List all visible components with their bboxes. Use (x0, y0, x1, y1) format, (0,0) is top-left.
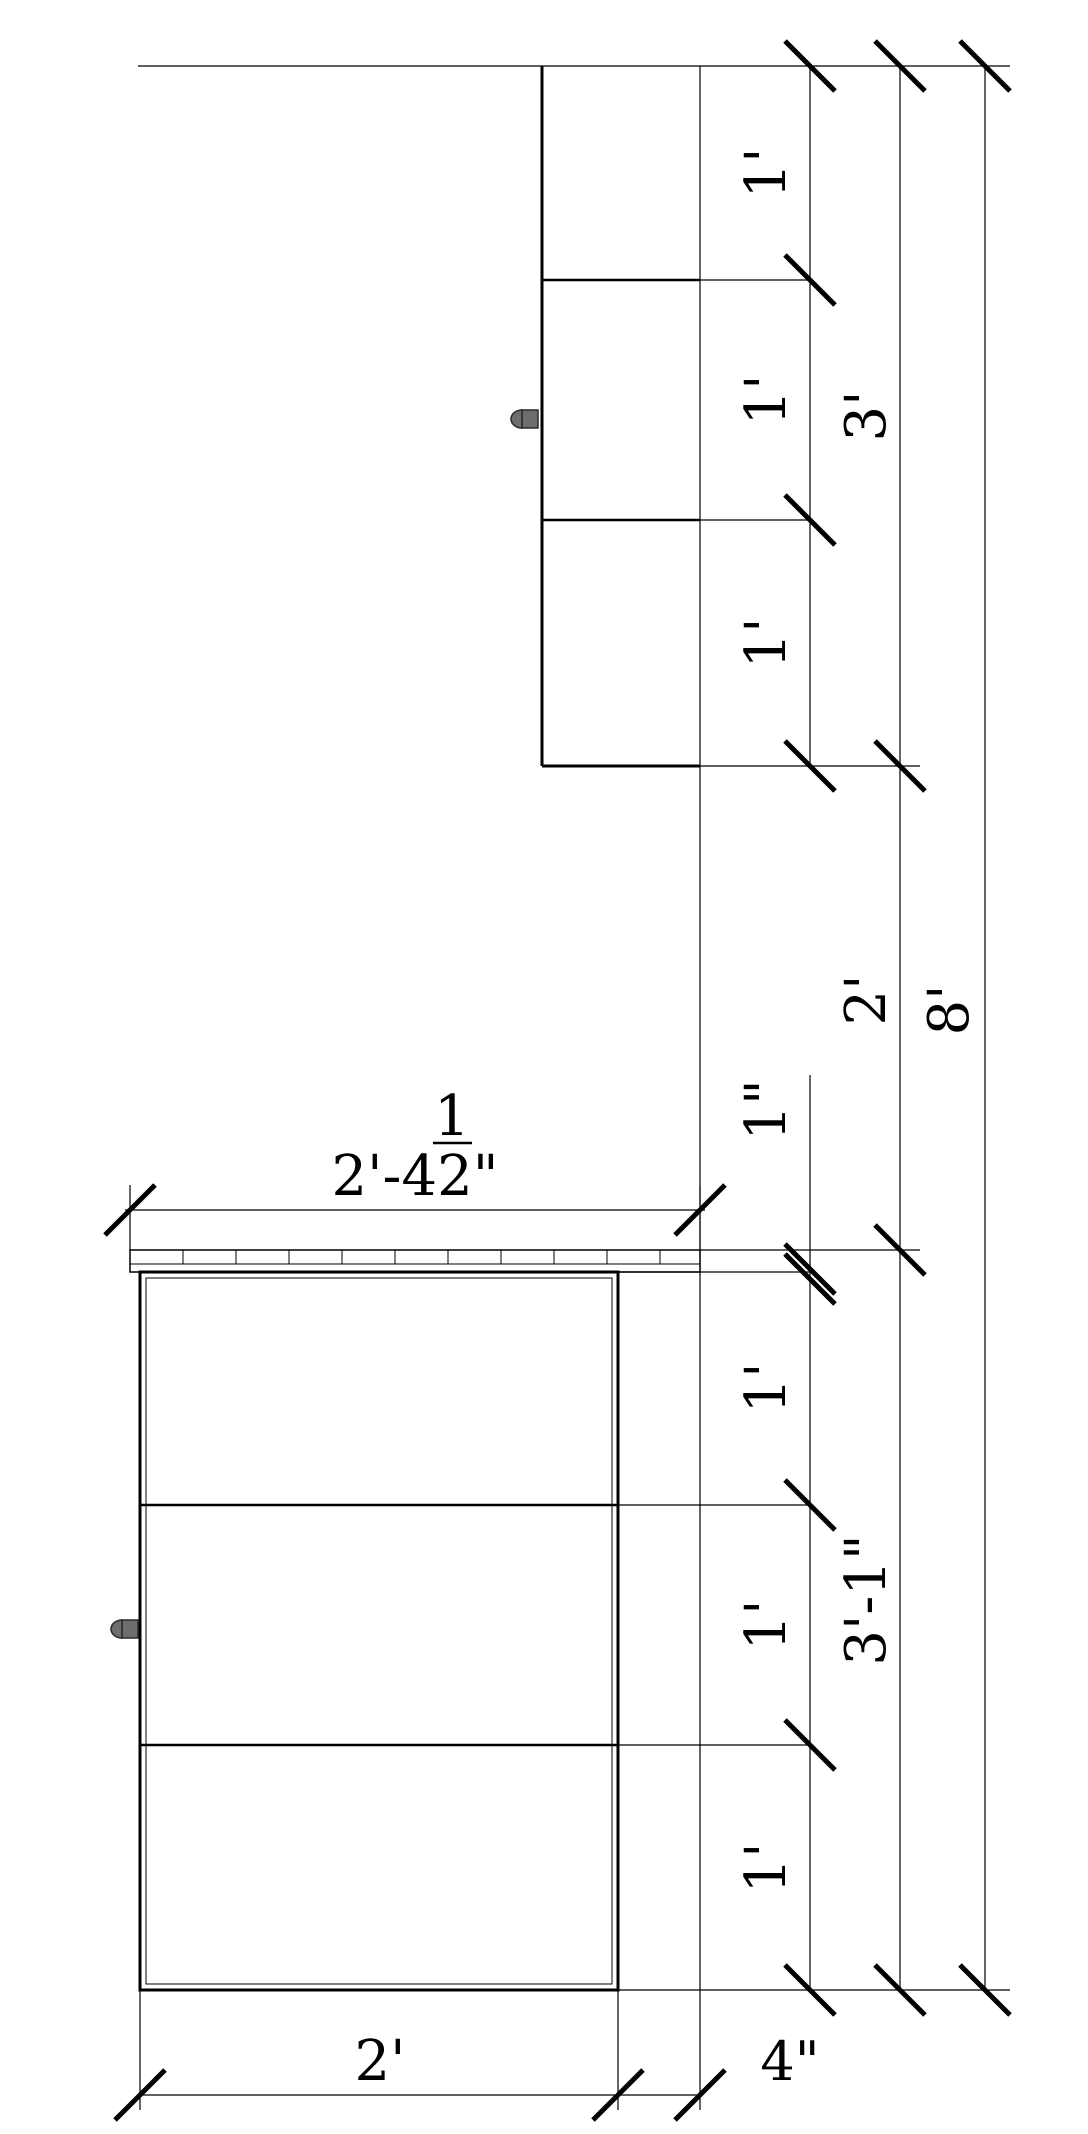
countertop-width-label: 2'-42" (332, 1144, 499, 1209)
countertop-tiles (129, 1250, 700, 1265)
dimension-ticks (103, 39, 1012, 2122)
offset-label: 4" (760, 2030, 819, 2093)
dimension-lines (125, 66, 986, 2096)
extension-lines (129, 65, 1010, 2110)
upper-knob-icon (510, 409, 539, 429)
upper-cabinet (138, 65, 700, 768)
base-cabinet-box (138, 1270, 620, 1992)
upper-section-2-label: 1' (734, 374, 799, 425)
gap-label: 2' (834, 974, 899, 1025)
countertop (129, 1249, 701, 1273)
base-cabinet-inner (145, 1277, 613, 1985)
upper-section-3-label: 1' (734, 617, 799, 668)
base-cabinet (110, 1270, 1010, 1992)
base-section-3-label: 1' (734, 1842, 799, 1893)
base-section-2-label: 1' (734, 1599, 799, 1650)
overall-label: 8' (917, 984, 982, 1035)
base-section-1-label: 1' (734, 1362, 799, 1413)
upper-section-1-label: 1' (734, 147, 799, 198)
backsplash-label: 1" (734, 1079, 799, 1140)
upper-total-label: 3' (834, 390, 899, 441)
countertop-fraction-numerator: 1 (434, 1084, 470, 1149)
base-knob-icon (110, 1619, 139, 1639)
countertop-slab (129, 1249, 701, 1273)
dimension-labels: 1' 1' 1' 3' 2' 8' 1" 1' 1' 1' 3'-1" 1 2'… (332, 147, 982, 2094)
base-total-label: 3'-1" (834, 1534, 899, 1665)
depth-label: 2' (354, 2029, 405, 2094)
